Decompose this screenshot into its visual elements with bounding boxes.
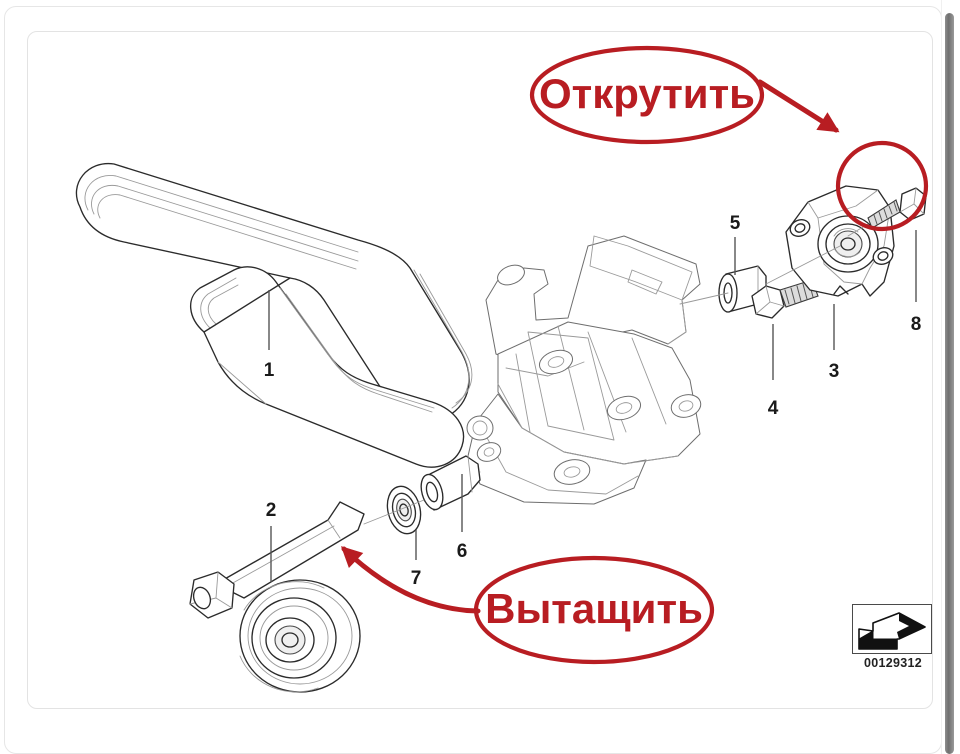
part-deflection-pulley [189, 501, 365, 693]
parts-diagram-drawing: 1 2 3 4 5 6 7 8 [75, 162, 927, 693]
axis-line-tensioner [765, 245, 841, 285]
stamp-icon-box [852, 604, 932, 654]
callout-label-7: 7 [411, 568, 422, 589]
callout-label-1: 1 [264, 360, 275, 381]
outer-card: 1 2 3 4 5 6 7 8 00129 [4, 6, 942, 754]
drawing-number: 00129312 [863, 656, 922, 670]
part-washer-seal [386, 485, 422, 535]
callout-label-3: 3 [829, 361, 840, 382]
part-spacer-sleeve [420, 455, 481, 511]
drawing-id-stamp: 00129312 [852, 604, 932, 670]
vertical-scrollbar-thumb[interactable] [945, 13, 954, 754]
diagram-card: 1 2 3 4 5 6 7 8 00129 [27, 31, 933, 709]
callout-label-6: 6 [457, 541, 468, 562]
part-tensioner-body [785, 185, 895, 297]
callout-label-4: 4 [768, 398, 779, 419]
callout-label-2: 2 [266, 500, 277, 521]
axis-line-shaft [363, 499, 425, 525]
axis-line-bushing [679, 292, 729, 305]
callout-label-5: 5 [730, 213, 741, 234]
vertical-scrollbar-track[interactable] [941, 0, 960, 754]
part-mounting-bracket [466, 235, 702, 505]
arrow-pointer-icon [858, 612, 926, 650]
callout-label-8: 8 [911, 314, 922, 335]
part-belt [75, 162, 473, 468]
